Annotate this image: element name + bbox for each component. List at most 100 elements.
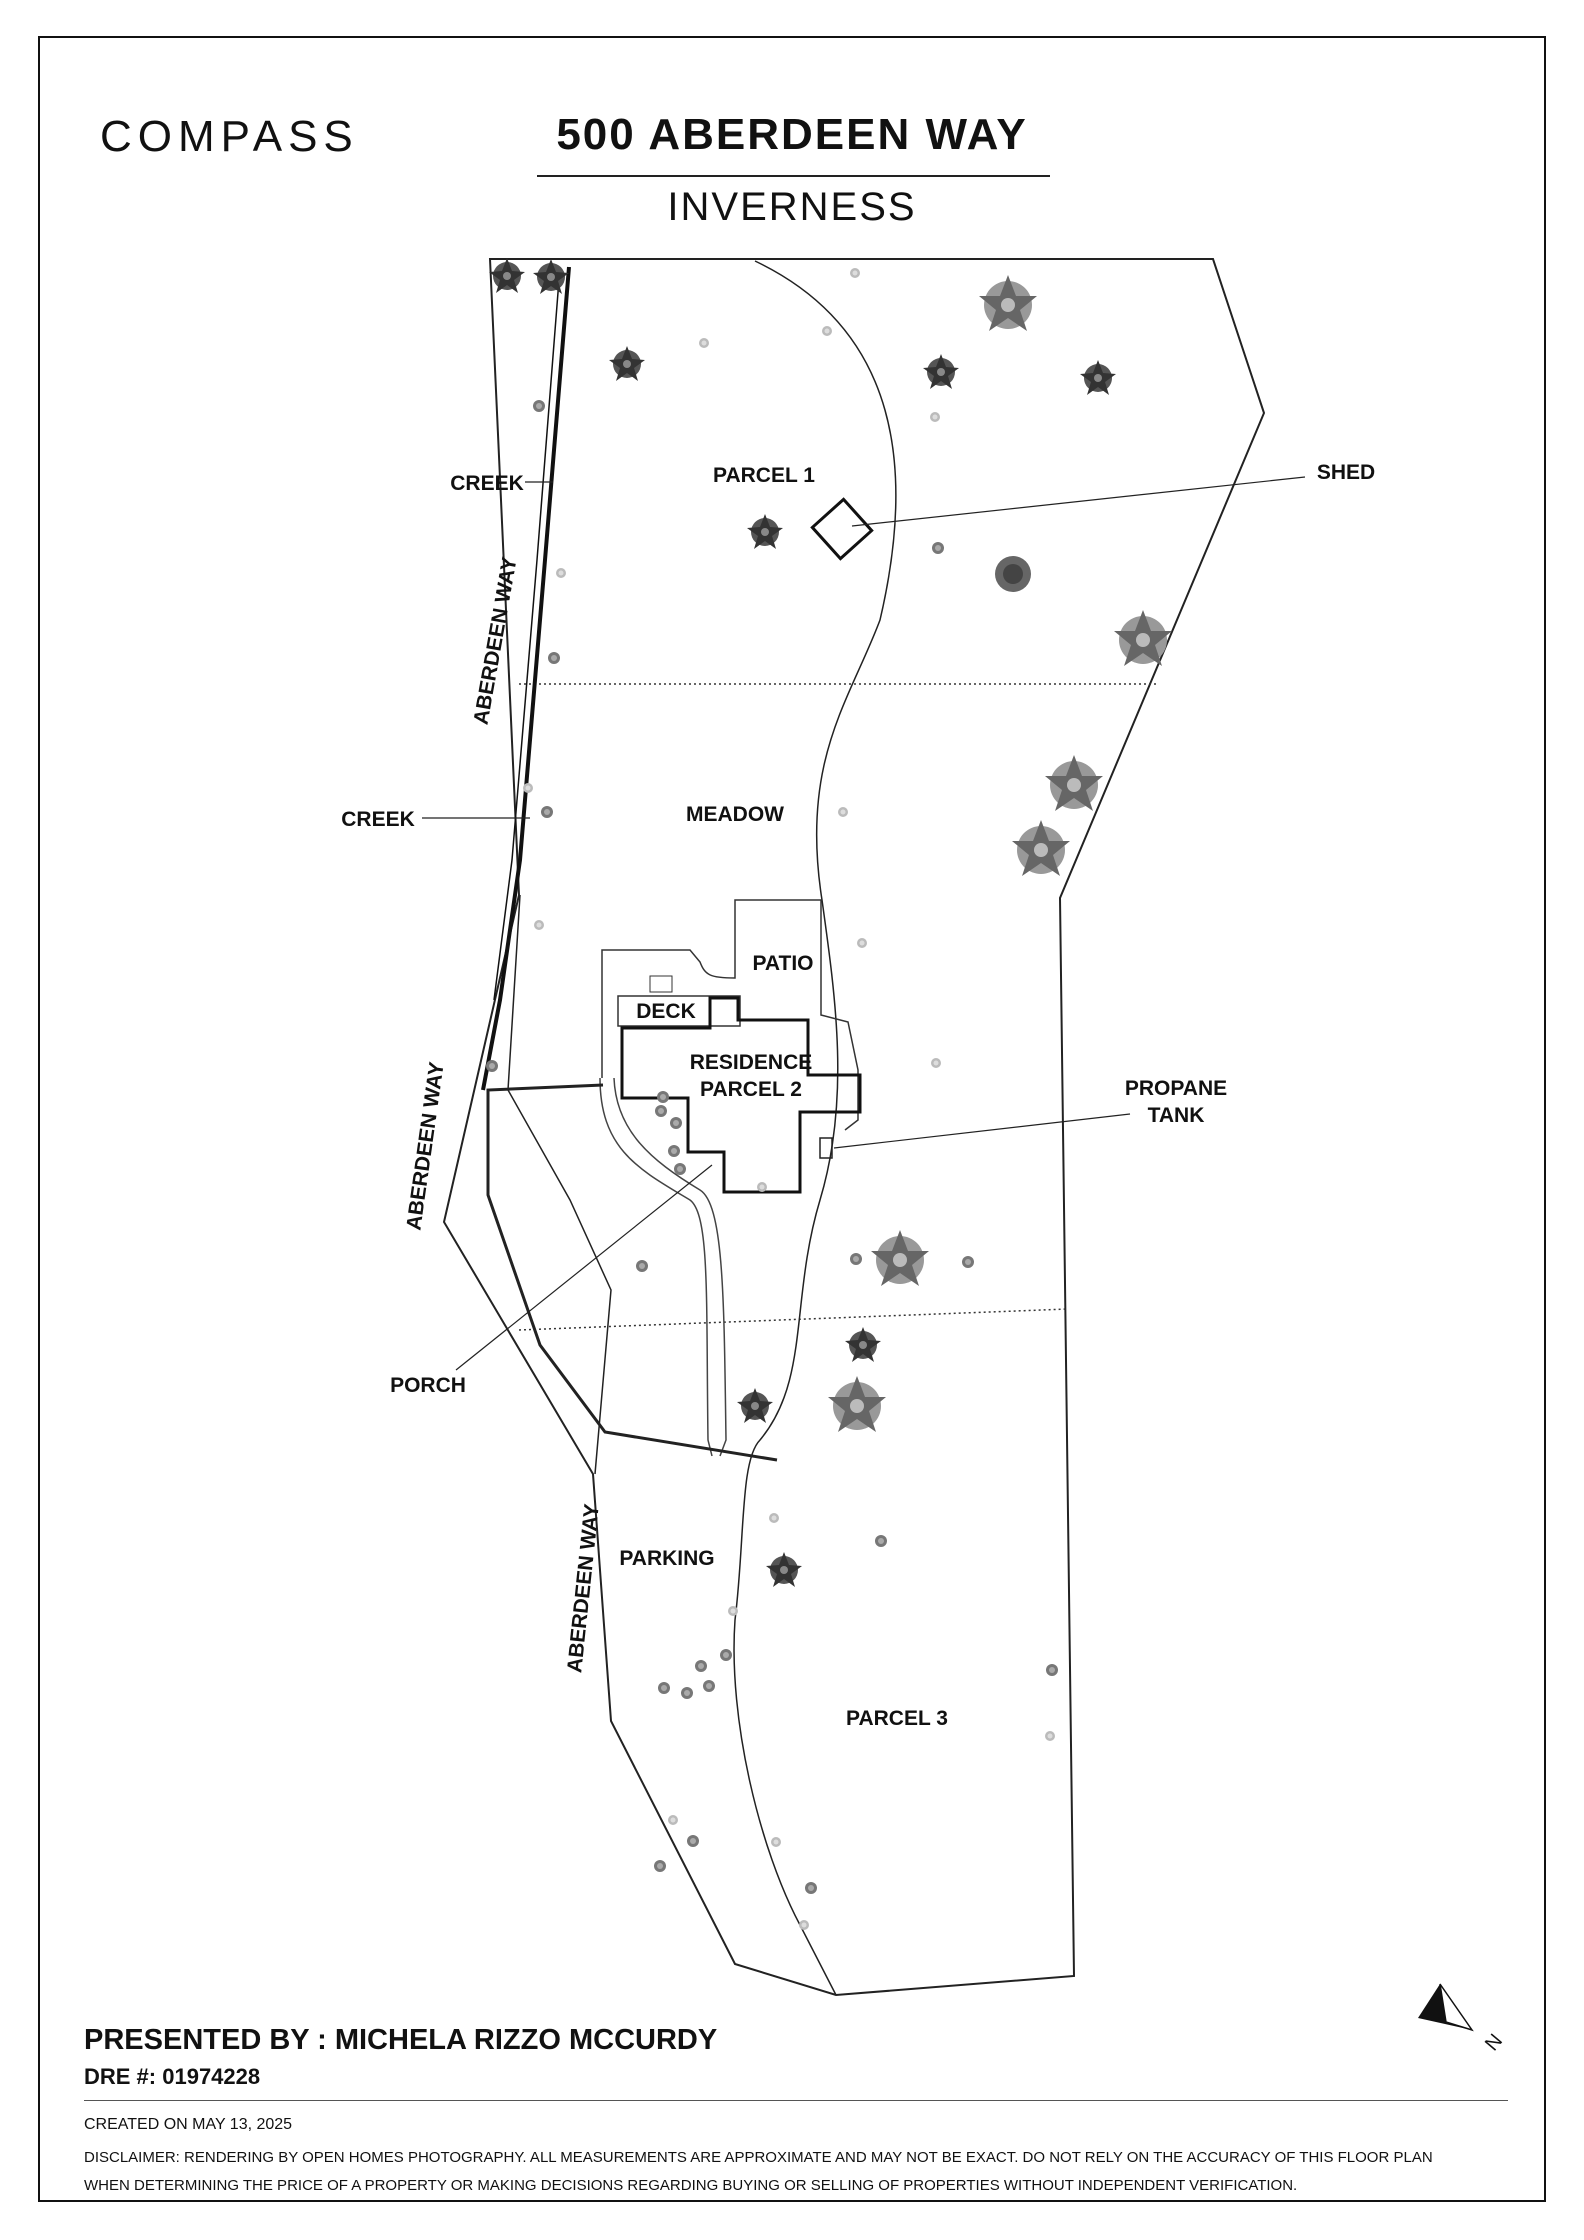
tree-icon [979,275,1037,331]
created-date: CREATED ON MAY 13, 2025 [84,2116,293,2133]
porch-label: PORCH [390,1374,466,1397]
shed-label: SHED [1317,461,1375,484]
shrub-icon [857,938,867,948]
driveway [599,1077,727,1457]
parcel-1-label: PARCEL 1 [713,464,815,487]
shrub-icon [687,1835,699,1847]
tree-icon [923,354,959,389]
shrub-icon [850,1253,862,1265]
shrub-icon [932,542,944,554]
parcel-3-label: PARCEL 3 [846,1707,948,1730]
tree-icon [766,1552,802,1587]
deck-label: DECK [636,1000,696,1023]
tree-icon [737,1388,773,1423]
dre-number: DRE #: 01974228 [84,2064,261,2089]
road-bottom-label: ABERDEEN WAY [563,1503,604,1674]
meadow-label: MEADOW [686,803,784,826]
deck-stair [649,975,673,993]
shrub-icon [654,1860,666,1872]
shrub-icon [757,1182,767,1192]
shrub-icon [668,1145,680,1157]
shrub-icon [670,1117,682,1129]
shrub-icon [1045,1731,1055,1741]
tree-icon [828,1376,886,1432]
creek-line [481,266,571,1091]
tree-icon [489,258,525,293]
propane-tank [819,1137,833,1159]
creek-edge [493,266,561,1001]
shrub-icon [822,326,832,336]
shrub-icon [805,1882,817,1894]
page-frame [38,36,1546,2202]
shrub-icon [720,1649,732,1661]
shrub-icon [655,1105,667,1117]
shrub-icon [534,920,544,930]
shrub-icon [556,568,566,578]
tree-icon [609,346,645,381]
shrub-icon [668,1815,678,1825]
shrub-icon [658,1682,670,1694]
parcel-divider-2 [518,1308,1069,1331]
shrub-icon [875,1535,887,1547]
shrub-icon [681,1687,693,1699]
shrub-icon [636,1260,648,1272]
road-edge [507,894,612,1475]
shrub-icon [533,400,545,412]
road-top-label: ABERDEEN WAY [470,555,522,726]
shrub-icon [1046,1664,1058,1676]
tree-icon [747,514,783,549]
shrub-icon [930,412,940,422]
shed [810,497,874,561]
shrub-icon [962,1256,974,1268]
porch-leader [455,1164,713,1371]
propane-tank-label: TANK [1148,1104,1205,1127]
shrub-icon [674,1163,686,1175]
compass-logo: COMPASS [100,112,359,161]
house-terrace [601,899,859,1131]
shrub-icon [931,1058,941,1068]
presented-by: PRESENTED BY : MICHELA RIZZO MCCURDY [84,2024,718,2056]
shrub-icon [769,1513,779,1523]
shrub-icon [771,1837,781,1847]
page-title: 500 ABERDEEN WAY [556,110,1028,159]
tree-icon [1080,360,1116,395]
shrub-icon [541,806,553,818]
deck-rect [617,995,741,1027]
shrub-icon [486,1060,498,1072]
shrub-icon [799,1920,809,1930]
disclaimer: DISCLAIMER: RENDERING BY OPEN HOMES PHOT… [84,2144,1524,2200]
shrub-icon [703,1680,715,1692]
disclaimer-line-2: WHEN DETERMINING THE PRICE OF A PROPERTY… [84,2177,1298,2194]
creek-mid-label: CREEK [341,808,415,831]
shrub-icon [523,783,533,793]
propane-leader [833,1113,1131,1149]
shrub-icon [548,652,560,664]
tree-icon [871,1230,929,1286]
north-arrow-icon: N [1418,1983,1507,2055]
parking-label: PARKING [619,1547,714,1570]
tree-icon [995,556,1031,592]
tree-icon [845,1327,881,1362]
residence-footprint [620,996,862,1194]
tree-icon [533,259,569,294]
parcel-2-boundary [486,1083,778,1462]
shrub-icon [657,1091,669,1103]
shrub-icon [728,1606,738,1616]
disclaimer-line-1: DISCLAIMER: RENDERING BY OPEN HOMES PHOT… [84,2149,1433,2166]
shed-leader [851,476,1306,527]
footer-divider [84,2100,1508,2101]
shrub-icon [699,338,709,348]
shrub-icon [695,1660,707,1672]
north-label: N [1481,2030,1507,2055]
residence-parcel-label: PARCEL 2 [700,1078,802,1101]
shrub-icon [838,807,848,817]
title-divider [537,175,1050,177]
patio-label: PATIO [752,952,813,975]
creek-top-label: CREEK [450,472,524,495]
tree-icon [1114,610,1172,666]
shrub-icon [850,268,860,278]
page-subtitle: INVERNESS [667,185,917,229]
tree-icon [1045,755,1103,811]
propane-label: PROPANE [1125,1077,1227,1100]
